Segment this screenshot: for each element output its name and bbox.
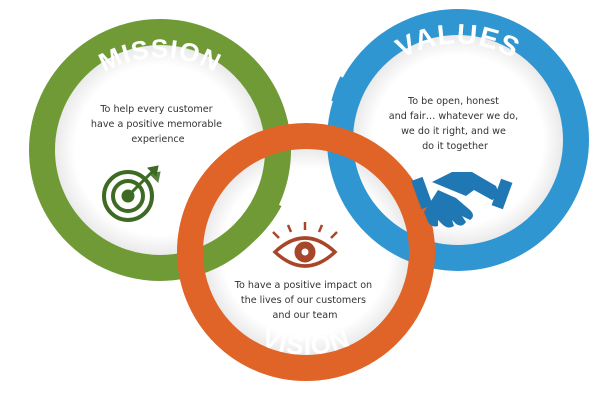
values-text-line: and fair… whatever we do, bbox=[389, 111, 518, 122]
mission-text-line: have a positive memorable bbox=[91, 119, 222, 130]
mission-ring-overlap bbox=[235, 193, 282, 242]
vision-text-line: To have a positive impact on bbox=[234, 280, 372, 291]
values-text: To be open, honest and fair… whatever we… bbox=[389, 96, 522, 152]
target-icon bbox=[102, 165, 161, 222]
vision-text: To have a positive impact on the lives o… bbox=[234, 280, 375, 321]
mission-text-line: To help every customer bbox=[99, 104, 212, 115]
mission-text: To help every customer have a positive m… bbox=[91, 104, 225, 145]
values-text-line: do it together bbox=[422, 141, 488, 152]
values-ring-overlap bbox=[331, 76, 364, 108]
values-text-line: we do it right, and we bbox=[401, 126, 506, 137]
vision-text-line: the lives of our customers bbox=[241, 295, 366, 306]
values-text-line: To be open, honest bbox=[407, 96, 499, 107]
vision-ring bbox=[177, 123, 435, 381]
handshake-icon bbox=[411, 172, 513, 228]
mission-text-line: experience bbox=[131, 134, 184, 145]
vision-text-line: and our team bbox=[273, 310, 338, 321]
eye-icon bbox=[272, 222, 338, 268]
